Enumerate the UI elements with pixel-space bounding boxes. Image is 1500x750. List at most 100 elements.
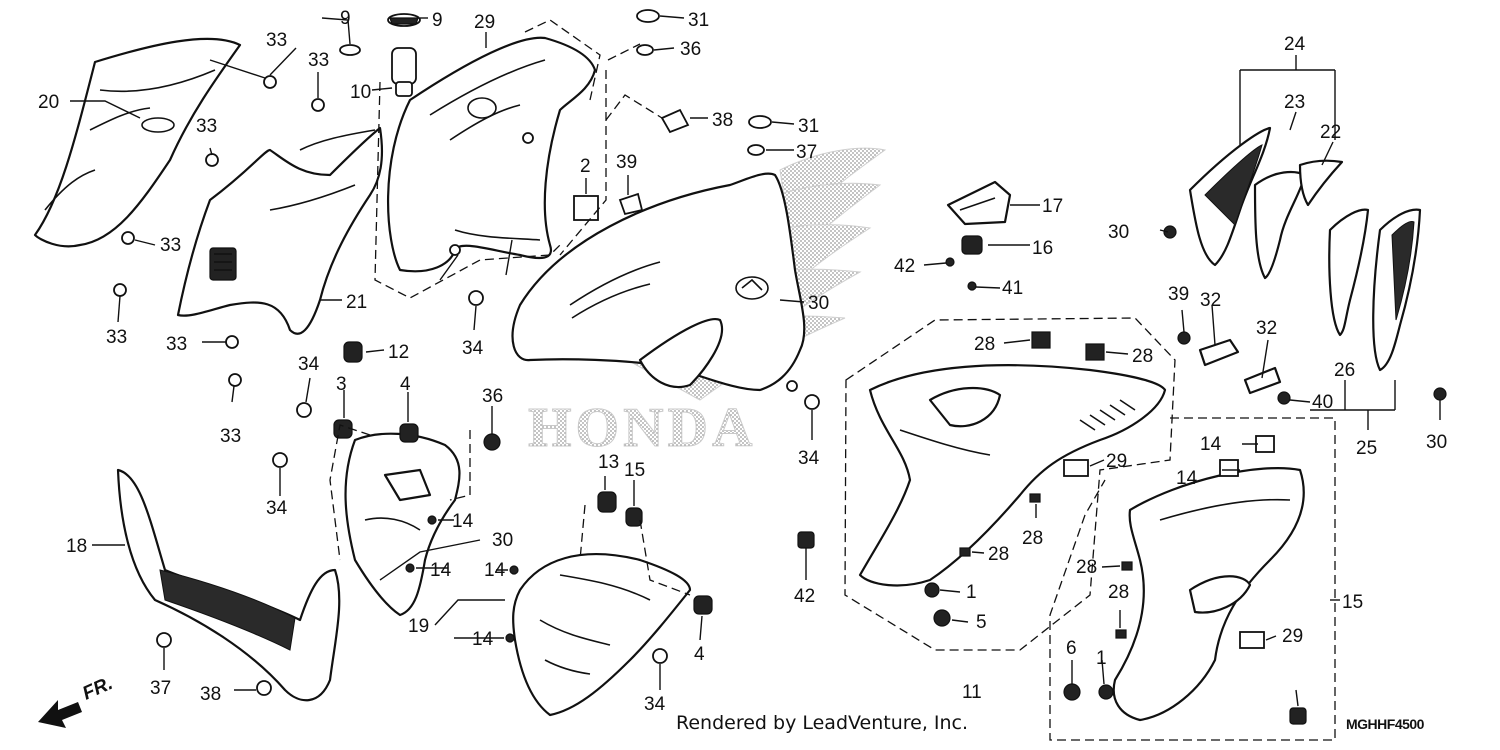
part-17-side-cowl[interactable] [511,172,806,392]
fastener-36[interactable] [747,144,765,156]
fastener-30[interactable] [1433,387,1447,401]
part-24-trim[interactable] [1188,126,1272,267]
fastener-31[interactable] [748,115,772,129]
callout-13: 16 [1032,238,1053,259]
part-5-cap[interactable] [387,13,421,27]
fastener-37[interactable] [256,680,272,696]
callout-19: 18 [66,536,87,557]
fastener-28[interactable] [1121,561,1133,571]
fastener-39[interactable] [1177,331,1191,345]
fastener-38[interactable] [660,108,690,134]
fastener-8[interactable] [597,491,617,513]
fastener-4[interactable] [1063,683,1081,701]
callout-33: 33 [220,426,241,447]
fastener-3[interactable] [333,419,353,439]
fastener-33[interactable] [121,231,135,245]
callout-3: 3 [336,374,347,395]
fastener-3[interactable] [399,423,419,443]
part-12-bracket[interactable] [946,180,1012,226]
callout-32: 32 [1256,318,1277,339]
fastener-14[interactable] [1219,459,1239,477]
fastener-36[interactable] [636,44,654,56]
callout-14: 28 [974,334,995,355]
callout-34: 34 [462,338,484,359]
fastener-2[interactable] [573,195,599,221]
part-20-lower-duct[interactable] [512,553,692,717]
fastener-34[interactable] [272,452,288,468]
part-7-socket[interactable] [391,47,417,97]
fastener-1[interactable] [1098,684,1114,700]
callout-31: 31 [798,116,819,137]
fastener-14[interactable] [1031,331,1051,349]
callout-2: 2 [580,156,591,177]
part-16-fairing-frame[interactable] [387,36,597,273]
fastener-34[interactable] [468,290,484,306]
callout-27: 26 [1334,360,1355,381]
callout-9: 14 [452,511,474,532]
fastener-9[interactable] [509,565,519,575]
part-32-bracket-b[interactable] [1243,366,1282,395]
fastener-14[interactable] [1085,343,1105,361]
fastener-3[interactable] [693,595,713,615]
callout-32: 32 [1200,290,1221,311]
fastener-41[interactable] [945,257,955,267]
callout-38: 39 [616,152,637,173]
callout-4: 6 [1066,638,1077,659]
part-6-washer[interactable] [339,44,361,56]
fastener-8[interactable] [343,341,363,363]
callout-33: 33 [166,334,187,355]
fastener-9[interactable] [405,563,415,573]
part-13-grommet[interactable] [961,235,983,255]
fastener-33[interactable] [205,153,219,167]
fastener-29[interactable] [1239,631,1265,649]
fastener-35[interactable] [483,433,501,451]
fastener-33[interactable] [228,373,242,387]
fastener-4[interactable] [933,609,951,627]
fastener-1[interactable] [924,582,940,598]
fastener-29[interactable] [1063,459,1089,477]
callout-16: 29 [474,12,495,33]
fastener-9[interactable] [427,515,437,525]
fastener-40[interactable] [967,281,977,291]
part-32-bracket-a[interactable] [1198,338,1240,367]
fastener-33[interactable] [113,283,127,297]
part-11-lower-cowl[interactable] [858,364,1167,587]
part-27-side-trim[interactable] [1328,208,1370,337]
part-26-side-trim[interactable] [1372,208,1422,372]
fastener-9[interactable] [505,633,515,643]
fastener-34[interactable] [652,648,668,664]
callout-23: 22 [1320,122,1341,143]
fastener-42[interactable] [1289,707,1307,725]
fastener-42[interactable] [797,531,815,549]
fastener-31[interactable] [636,9,660,23]
part-23-seal[interactable] [1298,159,1344,207]
fastener-34[interactable] [296,402,312,418]
callout-3: 4 [694,644,705,665]
part-19-lower-grille[interactable] [116,468,341,702]
fastener-38[interactable] [618,192,644,216]
fastener-33[interactable] [225,335,239,349]
part-15-lower-cowl[interactable] [1112,467,1305,722]
fastener-33[interactable] [263,75,277,89]
part-23-trim-strip[interactable] [1253,170,1307,280]
front-direction-arrow-icon: FR. [38,673,116,728]
callout-33: 33 [160,235,181,256]
callout-33: 33 [196,116,217,137]
fastener-28[interactable] [1029,493,1041,503]
callout-24: 23 [1284,92,1305,113]
fastener-14[interactable] [1255,435,1275,453]
fastener-10[interactable] [625,507,643,527]
fastener-34[interactable] [804,394,820,410]
fastener-37[interactable] [156,632,172,648]
fastener-28[interactable] [959,547,971,557]
part-21-inner-cover[interactable] [33,37,242,248]
part-22-inner-panel[interactable] [176,126,384,335]
fastener-33[interactable] [311,98,325,112]
part-18-duct-bracket[interactable] [344,432,461,617]
callout-38: 38 [712,110,733,131]
fastener-28[interactable] [1115,629,1127,639]
fastener-39[interactable] [1277,391,1291,405]
callout-8: 13 [598,452,619,473]
fastener-30[interactable] [1163,225,1177,239]
